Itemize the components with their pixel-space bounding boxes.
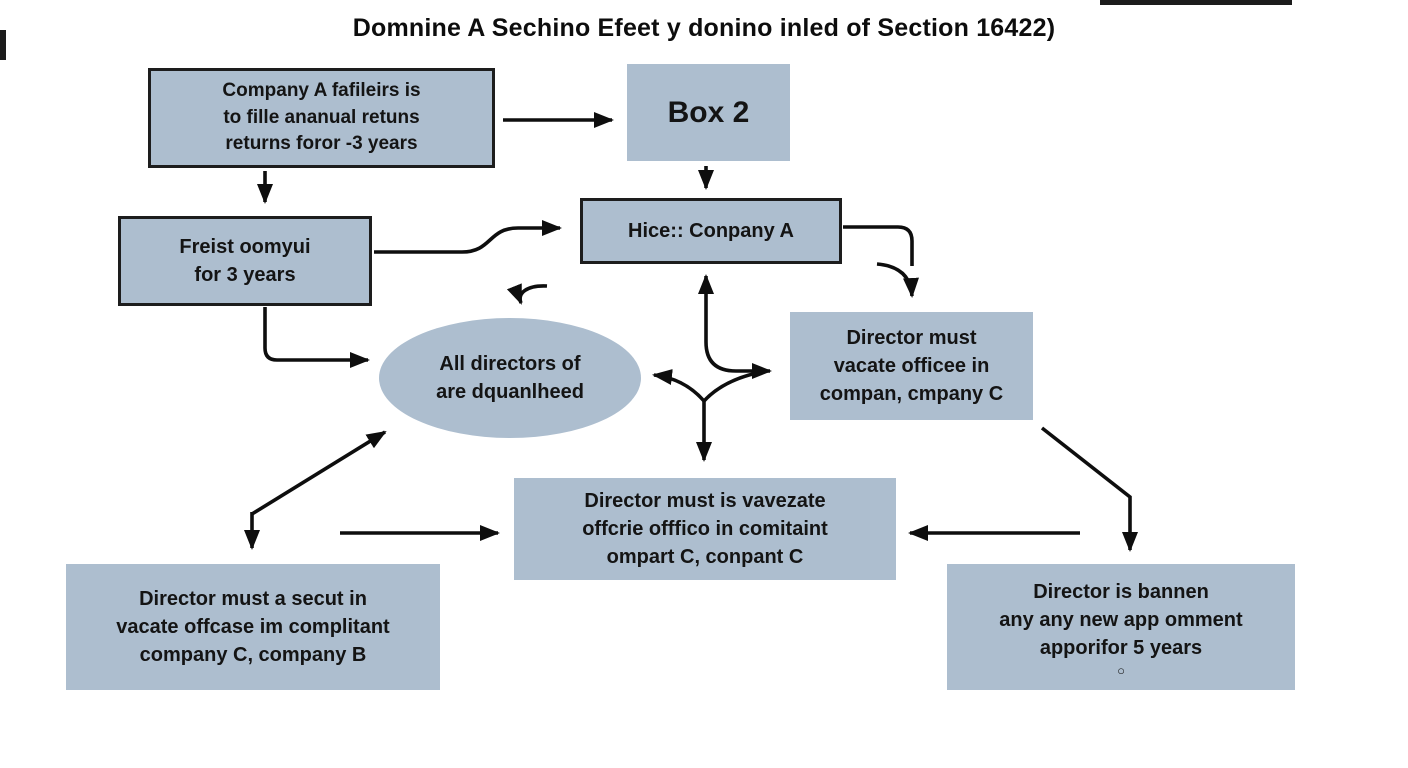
node-text-line: offcrie offfico in comitaint [582, 518, 828, 540]
node-director-vacate-bottom-left: Director must a secut in vacate offcase … [66, 564, 440, 690]
node-text-line: ompart C, conpant C [606, 546, 804, 568]
node-text-line: Director must [846, 327, 977, 349]
node-text-line: compan, cmpany C [819, 383, 1004, 405]
node-text-line: Director must is vavezate [584, 490, 826, 512]
node-text-line: Hice:: Conpany A [628, 220, 794, 242]
node-text-line: company C, company B [139, 644, 367, 666]
arrow-freist-to-ellipse-left [263, 307, 370, 368]
node-text-line: Box 2 [667, 95, 750, 129]
node-freist: Freist oomyui for 3 years [118, 216, 372, 306]
arrow-fork-to-ellipse-right [652, 369, 706, 403]
node-text-line: vacate officee in [833, 355, 990, 377]
node-director-vacate-right: Director must vacate officee in compan, … [790, 312, 1033, 420]
arrow-freist-to-hice-scurve [374, 220, 562, 254]
arrow-curve-to-rightbox-top [876, 262, 919, 298]
node-text-line: returns foror -3 years [225, 133, 418, 155]
line-fork-right-branch [702, 371, 758, 403]
diagram-title: Domnine A Sechino Efeet y donino inled o… [352, 14, 1056, 42]
node-all-directors-ellipse: All directors of are dquanlheed [379, 318, 641, 438]
node-text-line: apporifor 5 years [1039, 636, 1203, 659]
line-hice-right-bracket [843, 225, 914, 266]
node-text-line: All directors of [439, 353, 581, 375]
node-text-line: vacate offcase im complitant [116, 616, 390, 638]
node-text-line: Director must a secut in [139, 588, 367, 610]
node-text-line: are dquanlheed [436, 381, 584, 403]
arrow-rightbox-to-bottomright [1040, 426, 1138, 552]
arrow-hook-to-ellipse-top [506, 283, 548, 305]
arrow-diagonal-to-ellipse-bottom [251, 430, 387, 516]
node-box2: Box 2 [627, 64, 790, 161]
circle-marker-icon: ○ [1117, 662, 1125, 678]
node-company-a: Company A fafileirs is to fille ananual … [148, 68, 495, 168]
node-text-line: any any new app omment [999, 608, 1243, 631]
node-director-banned-bottom-right: Director is bannen any any new app ommen… [947, 564, 1295, 690]
arrow-junction-to-rightbox-left [704, 341, 772, 379]
node-text-line: for 3 years [194, 264, 296, 286]
scan-artifact-left-mark [0, 30, 6, 60]
scan-artifact-top-bar [1100, 0, 1292, 5]
node-text-line: Company A fafileirs is [222, 80, 421, 102]
node-director-vacate-center: Director must is vavezate offcrie offfic… [514, 478, 896, 580]
node-hice-company-a: Hice:: Conpany A [580, 198, 842, 264]
node-text-line: to fille ananual retuns [223, 106, 420, 128]
node-text-line: Freist oomyui [179, 236, 311, 258]
node-text-line: Director is bannen [1033, 580, 1209, 603]
